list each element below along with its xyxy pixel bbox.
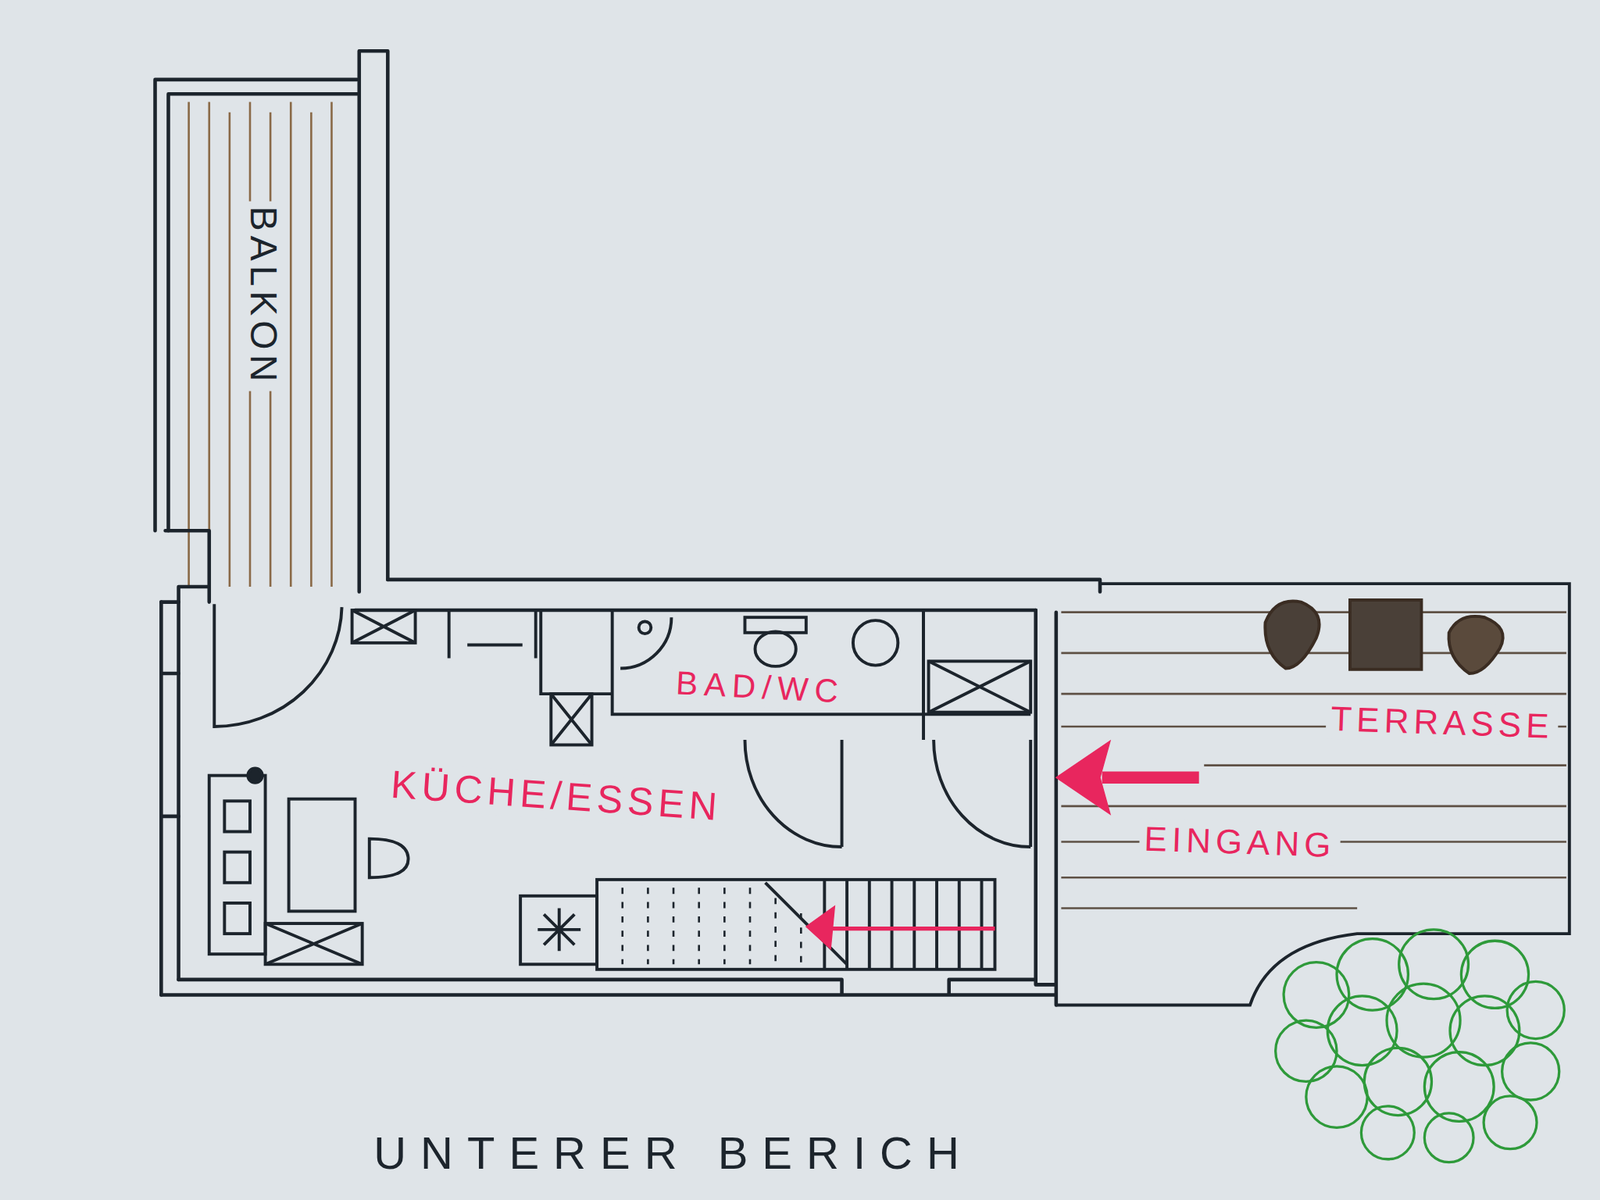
bush: [1483, 1096, 1537, 1150]
bush: [1450, 996, 1520, 1066]
bathroom: [639, 621, 652, 634]
bathroom: [620, 617, 672, 668]
terrace-furniture: [1264, 600, 1503, 674]
bush: [1507, 981, 1565, 1039]
cabinets: [352, 610, 416, 643]
arrows: [806, 906, 836, 950]
kitchen: [224, 800, 250, 832]
doors: [214, 603, 342, 727]
room-name: KÜCHE/ESSEN: [384, 760, 728, 831]
balcony-hatching: [189, 102, 333, 587]
kitchen: [224, 852, 250, 883]
kitchen: [265, 923, 363, 965]
bush: [1327, 996, 1397, 1066]
doors: [933, 739, 1031, 847]
bush: [1502, 1042, 1560, 1100]
stairs: [596, 879, 995, 970]
terrace-furniture: [1264, 601, 1319, 669]
terrace-boards: [1060, 612, 1567, 909]
bush: [1386, 983, 1461, 1058]
cabinets: [928, 660, 1032, 712]
bush: [1283, 962, 1350, 1029]
walls: [160, 530, 209, 602]
walls: [355, 579, 1100, 611]
walls: [359, 50, 389, 592]
terrace-boards: [1060, 612, 1567, 909]
plan-caption: UNTERER BERICH: [373, 1128, 974, 1179]
doors: [923, 610, 1031, 740]
bush: [1306, 1066, 1368, 1128]
cabinets: [550, 693, 592, 745]
bush: [1364, 1047, 1432, 1115]
kitchen: [247, 768, 262, 783]
stairs: [622, 887, 802, 965]
cabinets: [449, 610, 613, 694]
cabinets: [928, 660, 1032, 712]
balcony-hatching: [189, 102, 333, 587]
bathroom: [612, 610, 924, 715]
stairs: [824, 879, 982, 970]
cabinets: [550, 693, 592, 745]
terrace-area: TERRASSE: [1325, 698, 1560, 748]
arrows: [1056, 740, 1111, 815]
walls: [155, 50, 1100, 1005]
doors: [744, 739, 842, 847]
room-name: TERRASSE: [1325, 698, 1560, 748]
entrance-label: EINGANG: [1139, 817, 1342, 866]
kitchen: [209, 768, 409, 965]
stairs: [520, 879, 995, 970]
stairs: [537, 907, 581, 951]
kitchen: [289, 799, 356, 912]
bathroom: [755, 631, 797, 666]
bush: [1360, 1106, 1415, 1160]
terrace-furniture: [1448, 616, 1503, 674]
walls: [176, 673, 181, 817]
kitchen-room: KÜCHE/ESSEN: [384, 760, 728, 831]
doors: [214, 603, 1031, 847]
bush: [1424, 1052, 1494, 1122]
room-name: BAD/WC: [670, 663, 850, 712]
bathroom: [612, 610, 924, 715]
bush: [1275, 929, 1565, 1163]
walls: [155, 79, 358, 531]
bathroom-room: BAD/WC: [670, 663, 850, 712]
kitchen: [369, 839, 409, 879]
kitchen: [209, 775, 266, 955]
walls: [1035, 610, 1057, 1005]
stairs: [765, 882, 847, 965]
bush: [1424, 1113, 1474, 1163]
kitchen: [265, 923, 363, 965]
bathroom: [853, 620, 898, 665]
cabinets: [352, 610, 416, 643]
walls: [160, 602, 179, 996]
arrows: [1102, 771, 1200, 784]
walls: [160, 979, 1056, 996]
cabinets: [352, 610, 1032, 745]
room-name: BALKON: [241, 201, 286, 392]
stairs: [520, 896, 597, 965]
kitchen: [224, 903, 250, 934]
terrace-furniture: [1350, 600, 1422, 670]
bush: [1399, 929, 1469, 1000]
balcony-area: BALKON: [241, 201, 286, 392]
arrows: [826, 926, 996, 931]
